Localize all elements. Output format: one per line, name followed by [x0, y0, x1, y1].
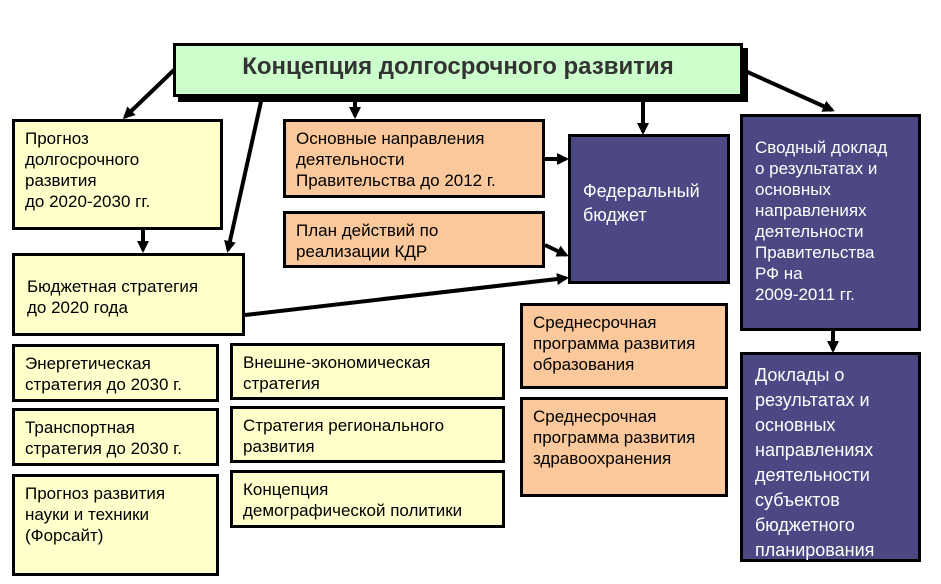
subject-reports-box: Доклады о результатах и основных направл… — [740, 352, 921, 562]
action-plan-box: План действий по реализации КДР — [283, 211, 545, 268]
forecast-box: Прогноз долгосрочного развития до 2020-2… — [12, 119, 223, 230]
arrow-action-plan-to-federal-budget — [544, 243, 569, 257]
arrow-budget-strategy-to-federal-budget — [244, 273, 569, 317]
arrow-title-to-budget-strategy — [224, 96, 264, 253]
foreign-econ-strategy-box: Внешне-экономическая стратегия — [230, 343, 505, 400]
summary-report-box: Сводный доклад о результатах и основных … — [740, 114, 921, 331]
arrow-title-to-forecast — [122, 68, 176, 120]
demographic-concept-box: Концепция демографической политики — [230, 470, 505, 528]
science-forecast-box: Прогноз развития науки и техники (Форсай… — [12, 474, 219, 576]
main-directions-box: Основные направления деятельности Правит… — [283, 119, 545, 198]
budget-strategy-box: Бюджетная стратегия до 2020 года — [12, 253, 245, 336]
federal-budget-box: Федеральный бюджет — [568, 134, 730, 284]
arrow-title-to-summary-report — [742, 68, 835, 112]
health-program-box: Среднесрочная программа развития здравоо… — [520, 397, 728, 497]
education-program-box: Среднесрочная программа развития образов… — [520, 303, 728, 389]
transport-strategy-box: Транспортная стратегия до 2030 г. — [12, 408, 219, 466]
regional-strategy-box: Стратегия регионального развития — [230, 406, 505, 463]
concept-title: Концепция долгосрочного развития — [173, 43, 743, 97]
energy-strategy-box: Энергетическая стратегия до 2030 г. — [12, 344, 219, 402]
